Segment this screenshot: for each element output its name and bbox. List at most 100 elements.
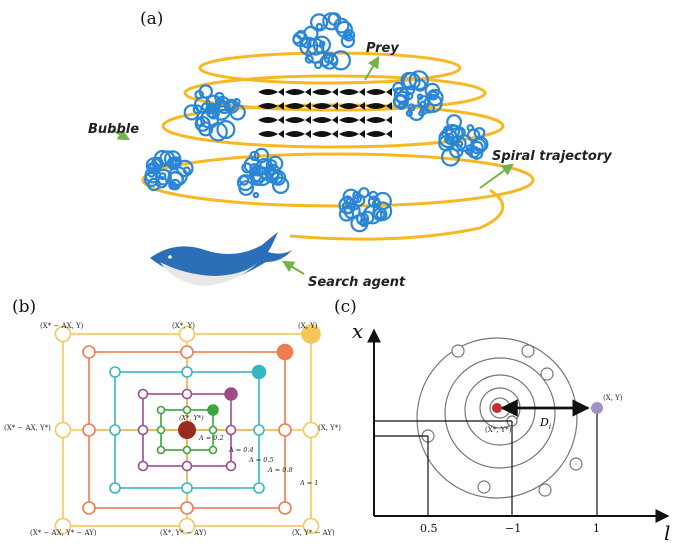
bubble — [194, 89, 205, 100]
fish — [258, 88, 284, 96]
coord-center: (X*, Y*) — [179, 414, 204, 422]
fish — [366, 102, 392, 110]
bubble — [350, 214, 369, 233]
bubble — [252, 191, 260, 199]
distance-label: Di — [539, 416, 551, 431]
grid-node — [208, 445, 218, 455]
bubble — [166, 156, 181, 171]
bubble — [315, 22, 324, 31]
bubble — [373, 191, 392, 211]
grid-node — [109, 424, 121, 436]
grid-node — [278, 501, 292, 515]
grid-node — [54, 517, 72, 535]
bubble — [208, 122, 228, 142]
grid-node — [301, 324, 321, 344]
fish — [285, 88, 311, 96]
grid-node — [253, 482, 265, 494]
grid-node — [181, 460, 193, 472]
bubble — [253, 147, 270, 164]
bubble — [358, 187, 370, 199]
bubble — [413, 78, 427, 92]
grid-node — [181, 388, 193, 400]
point-center-label: (X*, Y*) — [485, 426, 512, 434]
fish — [285, 130, 311, 138]
grid-node — [156, 425, 166, 435]
grid-node — [137, 424, 149, 436]
bubble — [299, 36, 319, 57]
grid-node — [156, 445, 166, 455]
bubble — [423, 93, 443, 113]
panel-c: (c) x l — [334, 297, 670, 544]
bubble — [372, 201, 393, 222]
fish — [339, 102, 365, 110]
a-label-0: A = 0.2 — [198, 434, 224, 442]
bubble — [454, 126, 466, 139]
axis-x-label: x — [352, 319, 363, 343]
grid-node — [181, 366, 193, 378]
whale-search-agent — [150, 232, 292, 286]
grid-node — [253, 424, 265, 436]
annotation-arrows — [111, 55, 514, 275]
projection-lines — [374, 408, 598, 516]
prey-label: Prey — [366, 41, 399, 56]
grid-node — [178, 325, 196, 343]
grid-node — [182, 405, 192, 415]
best-agent-point — [492, 403, 502, 413]
bubble — [397, 102, 405, 111]
search-agent-label: Search agent — [308, 275, 406, 290]
a-label-2: A = 0.5 — [248, 456, 274, 464]
bubble — [470, 147, 484, 160]
point-xy-label: (X, Y) — [603, 394, 623, 402]
bubble — [249, 150, 260, 162]
bubble — [405, 85, 416, 96]
fish — [366, 116, 392, 124]
bubble — [367, 195, 381, 208]
fish — [312, 88, 338, 96]
grid-node — [54, 421, 72, 439]
bubble — [155, 168, 172, 186]
bubble — [167, 171, 184, 188]
grid-node — [302, 517, 320, 535]
grid-node — [54, 325, 72, 343]
panel-a-label: (a) — [140, 9, 163, 29]
bubble — [441, 147, 461, 167]
grid-node — [82, 345, 96, 359]
grid-node — [137, 388, 149, 400]
grid-node — [302, 421, 320, 439]
coord-bot-left: (X* − AX, Y* − AY) — [30, 529, 97, 537]
tick-2: 1 — [593, 522, 600, 535]
bubble — [238, 180, 255, 196]
bubble-clusters — [144, 12, 489, 233]
bubble — [310, 13, 329, 32]
fish — [285, 116, 311, 124]
fish — [258, 130, 284, 138]
bubble — [267, 155, 284, 172]
grid-node — [276, 343, 294, 361]
coord-top-right: (X, Y) — [298, 322, 318, 330]
bubble — [352, 193, 362, 204]
coord-top-left: (X* − AX, Y) — [40, 322, 84, 330]
grid-node — [251, 364, 267, 380]
fish — [312, 130, 338, 138]
bubble — [314, 60, 323, 70]
panel-b: (b) (X* − AX, Y) (X*, Y) (X, Y) (X* − AX… — [4, 297, 341, 537]
bubble — [327, 12, 342, 26]
bubble — [466, 124, 474, 132]
panel-b-label: (b) — [12, 297, 36, 317]
bubble — [149, 161, 160, 172]
bubble — [248, 169, 262, 183]
panel-a: (a) Prey Bubble Spiral trajectory — [88, 9, 612, 290]
axis-l-label: l — [664, 521, 670, 544]
spiral-trajectory — [141, 51, 535, 241]
grid-node — [182, 445, 192, 455]
center-node — [178, 421, 196, 439]
coord-top-mid: (X*, Y) — [172, 322, 195, 330]
a-label-1: A = 0.4 — [228, 446, 254, 454]
grid-node — [82, 423, 96, 437]
coord-mid-left: (X* − AX, Y*) — [4, 424, 51, 432]
a-label-4: A = 1 — [299, 479, 318, 487]
bubble — [217, 100, 231, 115]
fish — [258, 116, 284, 124]
bubble — [330, 50, 351, 71]
